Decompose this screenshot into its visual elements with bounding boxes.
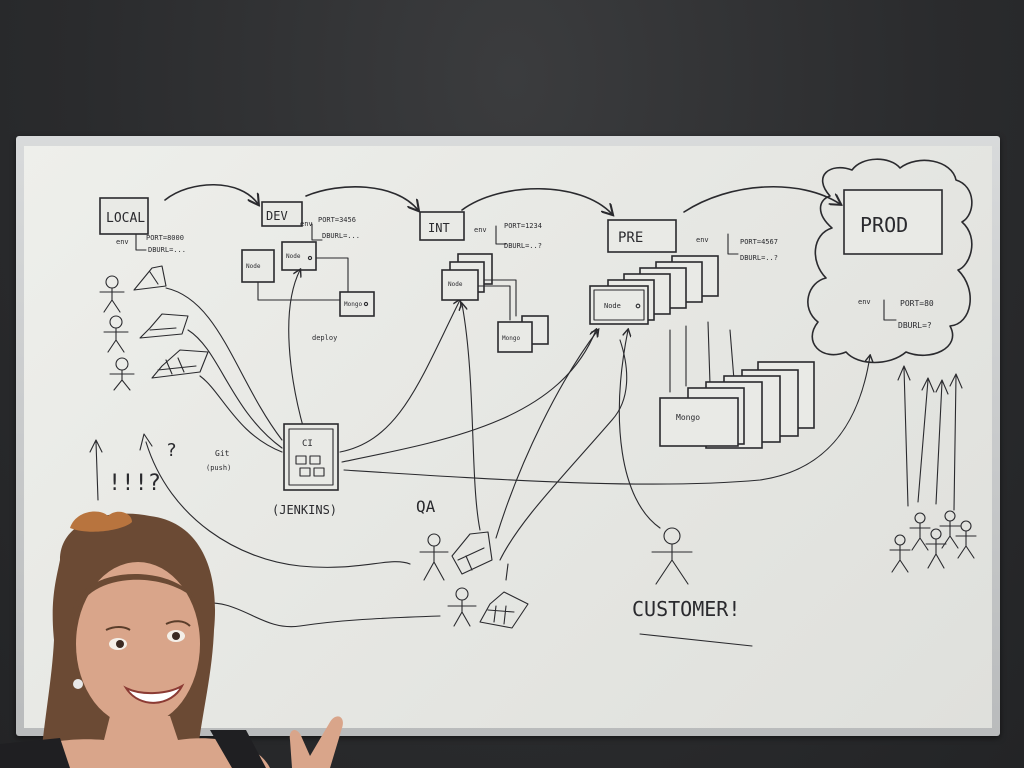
arrow-local-dev [164,184,258,204]
arrow-qa-pre-2 [499,339,628,561]
dev-label: DEV [266,209,288,223]
qa-laptop-2 [479,591,529,629]
prod-box [843,189,943,255]
int-mongo [497,321,533,353]
dev-config-bracket [311,223,323,241]
pre-mongo-label: Mongo [676,413,700,422]
arrowhead-left-2 [139,433,153,451]
pre-config-bracket [727,233,739,255]
developer-figure-2 [103,315,129,353]
question-mark-single: ? [166,440,177,461]
int-box [419,211,465,241]
qa-figure-1 [419,533,449,581]
int-dburl-text: DBURL=..? [504,242,542,250]
dev-node-2-label: Node [286,253,301,260]
arrow-ci-int [339,300,460,453]
earring [73,679,83,689]
pre-node-mongo-links [669,321,735,393]
developer-figure-3 [109,357,135,391]
int-node-label: Node [448,281,463,288]
dev-node-1-label: Node [246,263,261,270]
local-box [99,197,149,235]
arrow-laptop1-ci [165,287,283,441]
dev-dburl-text: DBURL=... [322,232,360,240]
arrow-qa-pre [495,330,598,539]
qa-label: QA [416,497,436,516]
arrow-qa-to-left [145,441,411,568]
dev-env-text: env [300,220,313,228]
laptop-1 [133,265,167,291]
face [76,562,200,726]
up-arrow-left-1 [89,439,103,501]
local-label: LOCAL [106,211,145,226]
arrow-ci-dev [288,270,305,431]
int-mongo-label: Mongo [502,335,520,342]
mark [505,563,509,581]
qa-figure-2 [447,587,477,627]
end-users-crowd [889,510,977,573]
top-straps [0,730,266,768]
pre-label: PRE [618,230,643,246]
int-label: INT [428,221,450,235]
peace-hand [289,716,343,768]
arrow-qa-int [462,304,481,531]
local-config-bracket [135,233,147,251]
laptop-2 [139,313,189,339]
arrow-int-pre [461,187,612,214]
arrow-qa2-left [195,602,441,628]
dev-port-text: PORT=3456 [318,216,356,224]
pre-env-text: env [696,236,709,244]
dev-box [261,201,303,227]
ci-label: CI [302,439,313,449]
ci-box-inner [288,428,334,486]
prod-dburl-text: DBURL=? [898,321,932,330]
pre-node-label: Node [604,302,621,310]
prod-cloud [807,158,973,364]
pre-mongo [659,397,739,447]
pre-port-text: PORT=4567 [740,238,778,246]
int-node [441,269,479,301]
arrow-laptop3-ci [199,375,283,453]
prod-config-bracket [883,299,897,321]
customer-figure [651,527,693,585]
arrow-ci-pre [341,330,596,463]
deploy-label: deploy [312,334,337,342]
dev-mongo [339,291,375,317]
laptop-3 [151,349,209,379]
arrow-ci-prod [343,356,870,485]
developer-figure-1 [99,275,125,313]
int-config-bracket [495,225,507,245]
jenkins-label: (JENKINS) [272,503,337,517]
smile [123,683,185,704]
dev-mongo-label: Mongo [344,301,362,308]
prod-port-text: PORT=80 [900,299,934,308]
qa-laptop-1 [451,531,493,575]
git-sub-label: (push) [206,464,231,472]
prod-env-text: env [858,298,871,306]
ci-box [283,423,339,491]
dev-links [257,257,349,301]
int-links [477,279,517,321]
customer-label: CUSTOMER! [632,597,740,621]
git-label: Git [215,449,230,458]
arrow-pre-prod [683,185,840,213]
int-env-text: env [474,226,487,234]
arrow-customer-pre [618,330,661,529]
hair-clip [70,511,132,532]
pre-node [589,285,649,325]
pre-box [607,219,677,253]
local-port-text: PORT=8000 [146,234,184,242]
arrow-laptop2-ci [187,329,283,449]
int-port-text: PORT=1234 [504,222,542,230]
local-env-text: env [116,238,129,246]
arrows-users-prod [903,367,957,511]
arrow-dev-int [305,186,418,210]
prod-label: PROD [860,213,908,237]
question-marks: !!!? [108,471,161,496]
customer-underline [639,633,753,647]
pre-dburl-text: DBURL=..? [740,254,778,262]
local-dburl-text: DBURL=... [148,246,186,254]
